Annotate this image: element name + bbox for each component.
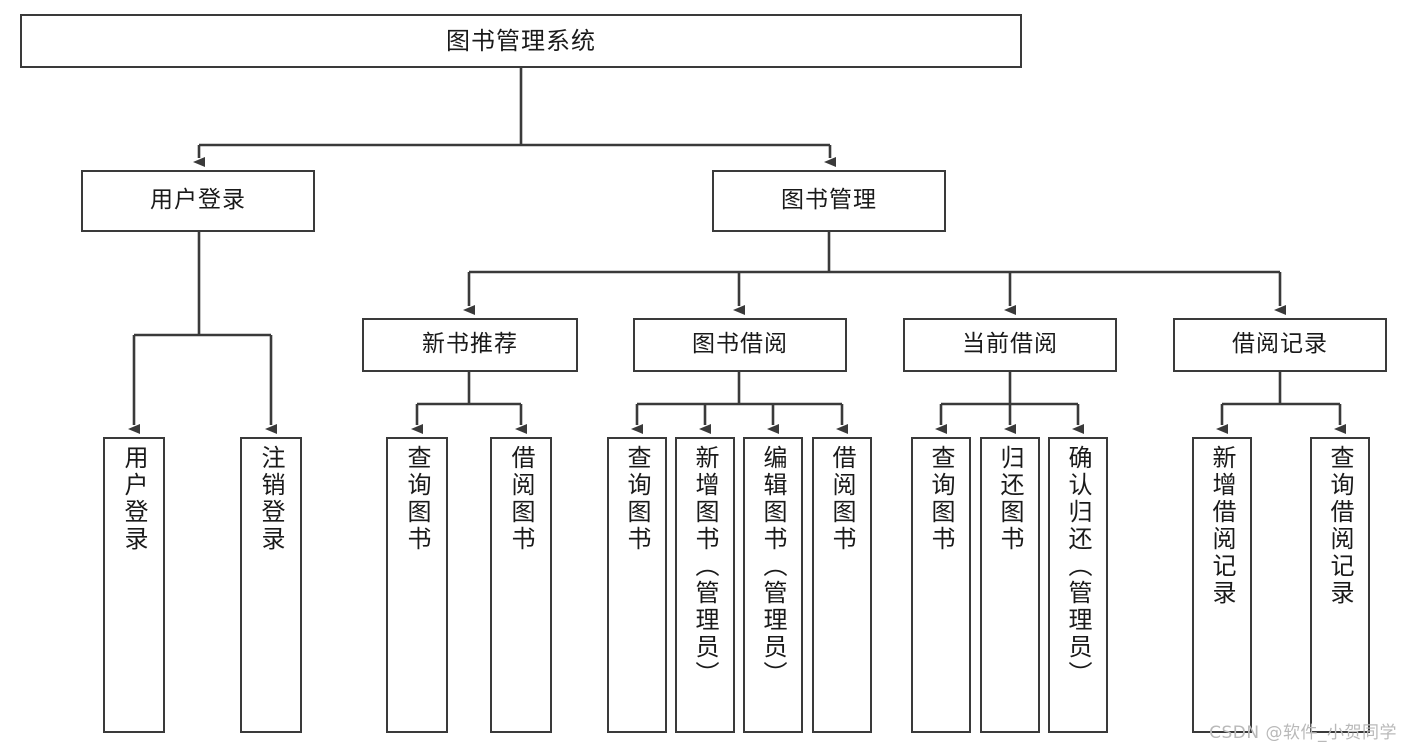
leaf-user-login[interactable]: 用户登录 <box>103 437 165 733</box>
watermark: CSDN @软件_小贺同学 <box>1209 723 1397 743</box>
node-label: 新增图书（管理员） <box>691 445 719 688</box>
leaf-query-borrow-record[interactable]: 查询借阅记录 <box>1310 437 1370 733</box>
leaf-return-book[interactable]: 归还图书 <box>980 437 1040 733</box>
node-label: 新书推荐 <box>422 331 518 358</box>
leaf-borrow-book[interactable]: 借阅图书 <box>812 437 872 733</box>
node-label: 新增借阅记录 <box>1208 445 1236 607</box>
node-label: 确认归还（管理员） <box>1064 445 1092 688</box>
node-label: 图书管理系统 <box>446 26 596 55</box>
node-book-borrow[interactable]: 图书借阅 <box>633 318 847 372</box>
node-label: 注销登录 <box>257 445 285 553</box>
node-label: 当前借阅 <box>962 331 1058 358</box>
node-user-login[interactable]: 用户登录 <box>81 170 315 232</box>
leaf-query-book-recommend[interactable]: 查询图书 <box>386 437 448 733</box>
node-new-book-recommendation[interactable]: 新书推荐 <box>362 318 578 372</box>
node-label: 借阅图书 <box>507 445 535 553</box>
leaf-logout[interactable]: 注销登录 <box>240 437 302 733</box>
node-label: 用户登录 <box>120 445 148 553</box>
leaf-confirm-return-admin[interactable]: 确认归还（管理员） <box>1048 437 1108 733</box>
node-label: 查询图书 <box>623 445 651 553</box>
node-label: 借阅图书 <box>828 445 856 553</box>
node-label: 查询图书 <box>403 445 431 553</box>
leaf-query-book-current[interactable]: 查询图书 <box>911 437 971 733</box>
node-label: 归还图书 <box>996 445 1024 553</box>
node-label: 图书管理 <box>781 187 877 214</box>
node-current-borrow[interactable]: 当前借阅 <box>903 318 1117 372</box>
node-label: 借阅记录 <box>1232 331 1328 358</box>
node-label: 编辑图书（管理员） <box>759 445 787 688</box>
leaf-edit-book-admin[interactable]: 编辑图书（管理员） <box>743 437 803 733</box>
node-label: 图书借阅 <box>692 331 788 358</box>
leaf-add-book-admin[interactable]: 新增图书（管理员） <box>675 437 735 733</box>
leaf-query-book-borrow[interactable]: 查询图书 <box>607 437 667 733</box>
node-borrow-record[interactable]: 借阅记录 <box>1173 318 1387 372</box>
node-label: 用户登录 <box>150 187 246 214</box>
node-label: 查询图书 <box>927 445 955 553</box>
node-label: 查询借阅记录 <box>1326 445 1354 607</box>
leaf-add-borrow-record[interactable]: 新增借阅记录 <box>1192 437 1252 733</box>
leaf-borrow-book-recommend[interactable]: 借阅图书 <box>490 437 552 733</box>
node-book-management[interactable]: 图书管理 <box>712 170 946 232</box>
node-root-book-management-system[interactable]: 图书管理系统 <box>20 14 1022 68</box>
